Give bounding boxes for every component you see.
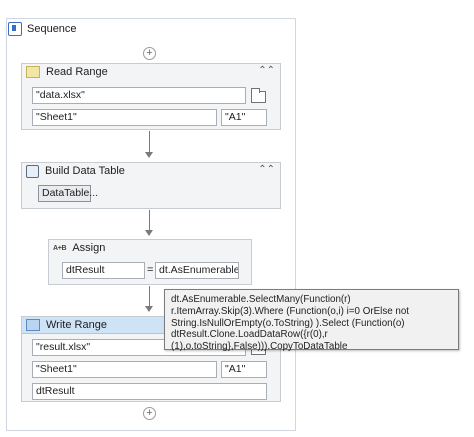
write-range-range-input[interactable]: "A1" [221, 361, 267, 378]
assign-header[interactable]: A+B Assign [49, 240, 251, 256]
write-range-icon [26, 319, 40, 331]
write-range-sheet-input[interactable]: "Sheet1" [32, 361, 217, 378]
collapse-icon[interactable]: ⌃⌃ [258, 65, 275, 76]
datatable-button[interactable]: DataTable... [38, 185, 98, 202]
sequence-title: Sequence [27, 23, 77, 35]
build-data-table-title: Build Data Table [45, 165, 125, 177]
read-range-icon [26, 66, 40, 78]
assign-value-input[interactable]: dt.AsEnumerable.S [155, 262, 239, 279]
connector-arrow-icon [145, 306, 153, 312]
connector-line [149, 286, 150, 306]
add-activity-plus-icon[interactable]: + [143, 47, 156, 60]
assign-to-input[interactable]: dtResult [62, 262, 145, 279]
assign-title: Assign [72, 242, 106, 254]
read-range-range-input[interactable]: "A1" [221, 109, 267, 126]
build-data-table-icon [26, 164, 39, 178]
write-range-datatable-input[interactable]: dtResult [32, 383, 267, 400]
sequence-icon [8, 22, 22, 36]
read-range-file-input[interactable]: "data.xlsx" [32, 87, 246, 104]
sequence-header[interactable]: Sequence [8, 20, 77, 38]
browse-folder-icon[interactable] [251, 88, 266, 103]
add-activity-plus-icon[interactable]: + [143, 407, 156, 420]
expression-tooltip: dt.AsEnumerable.SelectMany(Function(r) r… [164, 289, 459, 352]
read-range-title: Read Range [46, 66, 108, 78]
assign-icon: A+B [53, 244, 67, 252]
connector-line [149, 131, 150, 152]
build-data-table-header[interactable]: Build Data Table ⌃⌃ [22, 163, 280, 179]
connector-arrow-icon [145, 230, 153, 236]
assign-equals-label: = [147, 264, 154, 276]
connector-line [149, 210, 150, 230]
collapse-icon[interactable]: ⌃⌃ [258, 164, 275, 175]
connector-arrow-icon [145, 152, 153, 158]
write-range-title: Write Range [46, 319, 107, 331]
read-range-header[interactable]: Read Range ⌃⌃ [22, 64, 280, 80]
read-range-sheet-input[interactable]: "Sheet1" [32, 109, 217, 126]
